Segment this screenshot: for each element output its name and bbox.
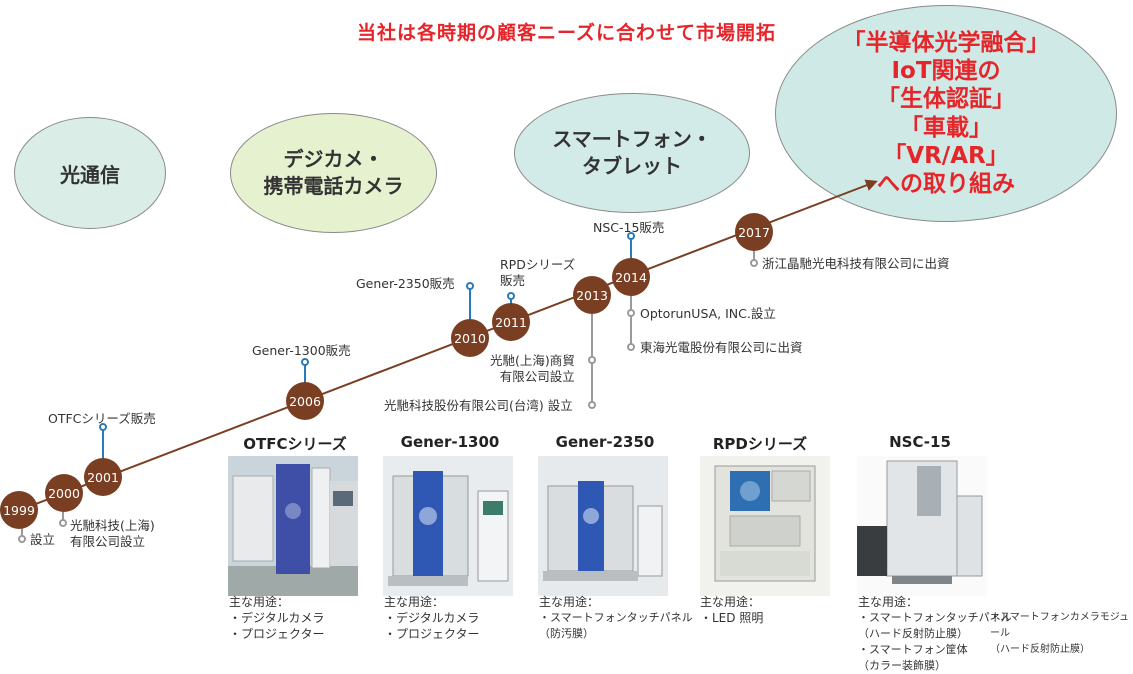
product-uses-nsc15: ・スマートフォンタッチパネル （ハード反射防止膜） ・スマートフォン筐体 （カラ…: [858, 611, 1012, 672]
product-uses-rpd: ・LED 照明: [700, 611, 764, 625]
event-2013-shanghai: 光馳(上海)商貿 有限公司設立: [490, 353, 575, 384]
year-2000: 2000: [45, 474, 83, 512]
bubble-digital-camera: デジカメ・ 携帯電話カメラ: [230, 113, 437, 233]
product-title-gener2350: Gener-2350: [555, 433, 655, 451]
bubble-smartphone-tablet: スマートフォン・ タブレット: [514, 93, 750, 213]
year-2013: 2013: [573, 276, 611, 314]
year-2010: 2010: [451, 319, 489, 357]
year-2011: 2011: [492, 303, 530, 341]
year-1999: 1999: [0, 491, 38, 529]
event-2014-usa: OptorunUSA, INC.設立: [640, 306, 776, 321]
product-uses-otfc: ・デジタルカメラ ・プロジェクター: [229, 611, 325, 641]
product-uses-label-gener1300: 主な用途：: [384, 595, 445, 609]
product-image-otfc: [228, 456, 358, 596]
product-title-gener1300: Gener-1300: [400, 433, 500, 451]
event-2000: 光馳科技(上海) 有限公司設立: [70, 518, 155, 549]
event-2017: 浙江晶馳光电科技有限公司に出資: [762, 256, 950, 271]
event-2013-taiwan: 光馳科技股份有限公司(台湾) 設立: [384, 398, 573, 413]
event-2001: OTFCシリーズ販売: [48, 411, 156, 426]
product-image-rpd: [700, 456, 830, 596]
event-1999: 設立: [30, 532, 56, 547]
year-2014: 2014: [612, 258, 650, 296]
product-image-gener1300: [383, 456, 513, 596]
year-2001: 2001: [84, 458, 122, 496]
product-title-otfc: OTFCシリーズ: [243, 435, 347, 453]
product-uses-nsc15-camera: ・スマートフォンカメラモジュール （ハード反射防止膜）: [990, 612, 1129, 655]
event-2011: RPDシリーズ 販売: [500, 257, 576, 288]
product-uses-gener2350: ・スマートフォンタッチパネル （防汚膜）: [539, 611, 693, 640]
product-image-gener2350: [538, 456, 668, 596]
event-2014-tokai: 東海光電股份有限公司に出資: [640, 340, 803, 355]
bubble-optical-communication: 光通信: [14, 117, 166, 229]
product-uses-label-otfc: 主な用途：: [229, 595, 290, 609]
bubble-future-initiatives: 「半導体光学融合」 IoT関連の 「生体認証」 「車載」 「VR/AR」 への取…: [775, 5, 1117, 222]
event-2010: Gener-2350販売: [356, 276, 455, 291]
event-2014-nsc15: NSC-15販売: [593, 220, 665, 235]
product-uses-label-gener2350: 主な用途：: [539, 595, 600, 609]
product-image-nsc15: [857, 456, 987, 596]
event-2006: Gener-1300販売: [252, 343, 351, 358]
product-title-nsc15: NSC-15: [889, 433, 951, 451]
timeline-arrow: [19, 179, 878, 511]
product-title-rpd: RPDシリーズ: [712, 435, 808, 453]
headline: 当社は各時期の顧客ニーズに合わせて市場開拓: [356, 22, 777, 44]
product-uses-label-nsc15: 主な用途：: [858, 595, 919, 609]
product-uses-label-rpd: 主な用途：: [700, 595, 761, 609]
product-uses-gener1300: ・デジタルカメラ ・プロジェクター: [384, 611, 480, 641]
year-2017: 2017: [735, 213, 773, 251]
year-2006: 2006: [286, 382, 324, 420]
